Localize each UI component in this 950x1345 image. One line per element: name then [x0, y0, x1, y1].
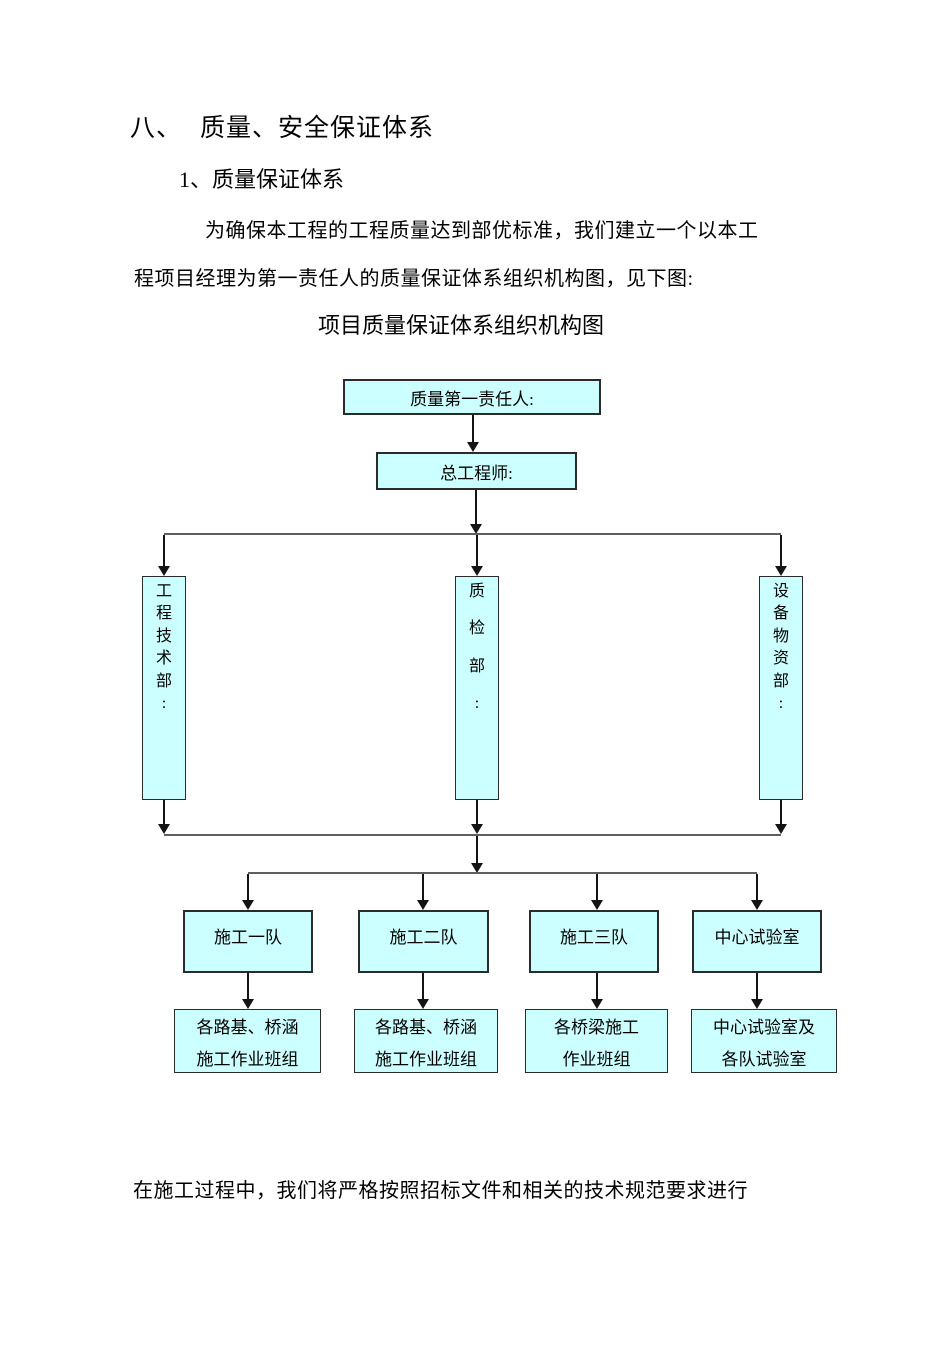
subsection-heading: 1、质量保证体系 — [179, 167, 345, 192]
section-heading: 八、质量、安全保证体系 — [130, 108, 434, 144]
crew-3-line-1: 各桥梁施工 — [554, 1017, 639, 1037]
crew-2-line-1: 各路基、桥涵 — [375, 1017, 477, 1037]
chart-box-quality-chief: 质量第一责任人: — [343, 379, 601, 415]
connector-l1-l2-arrowhead-icon — [467, 442, 479, 452]
drop-rail1-dept1-stem — [163, 535, 165, 566]
chart-box-construction-team-3-label: 施工三队 — [560, 928, 628, 947]
chart-box-chief-engineer: 总工程师: — [376, 452, 577, 490]
drop-bracket-team1-stem — [247, 874, 249, 900]
chart-box-engineering-tech-dept: 工程技术部: — [142, 576, 186, 800]
chart-box-chief-engineer-label: 总工程师: — [440, 463, 513, 483]
diagram-title: 项目质量保证体系组织机构图 — [318, 313, 605, 338]
body-paragraph-line-2: 程项目经理为第一责任人的质量保证体系组织机构图，见下图: — [134, 268, 694, 290]
drop-dept1-rail2-arrowhead-icon — [158, 824, 170, 834]
section-heading-number: 八、 — [130, 115, 183, 142]
drop-dept3-rail2-arrowhead-icon — [775, 824, 787, 834]
connector-l2-rail1-arrowhead-icon — [470, 524, 482, 534]
chart-box-construction-team-2-label: 施工二队 — [389, 928, 458, 947]
connector-team3-crew3-arrowhead-icon — [591, 999, 603, 1009]
connector-rail2-bracket-stem — [476, 836, 478, 863]
rail-line-3 — [248, 872, 757, 874]
crew-3-line-2: 作业班组 — [562, 1049, 631, 1069]
connector-l1-l2-stem — [472, 415, 474, 443]
drop-dept3-rail2-stem — [780, 800, 782, 824]
chart-box-construction-team-3: 施工三队 — [529, 910, 659, 973]
crew-2-line-2: 施工作业班组 — [375, 1049, 477, 1069]
crew-4-line-1: 中心试验室及 — [713, 1017, 815, 1037]
chart-box-equipment-material-dept-label: 设备物资部: — [772, 583, 789, 712]
rail-line-2 — [164, 834, 781, 836]
chart-box-central-and-team-labs: 中心试验室及 各队试验室 — [691, 1009, 837, 1073]
section-heading-title: 质量、安全保证体系 — [200, 115, 435, 142]
drop-bracket-team4-arrowhead-icon — [751, 900, 763, 910]
chart-box-engineering-tech-dept-label: 工程技术部: — [155, 583, 172, 712]
drop-rail1-dept2-stem — [476, 535, 478, 566]
drop-rail1-dept3-arrowhead-icon — [775, 566, 787, 576]
drop-bracket-team3-arrowhead-icon — [591, 900, 603, 910]
connector-team3-crew3-stem — [596, 973, 598, 999]
crew-1-line-1: 各路基、桥涵 — [196, 1017, 299, 1037]
drop-bracket-team2-stem — [422, 874, 424, 900]
connector-team2-crew2-stem — [422, 973, 424, 999]
drop-bracket-team4-stem — [756, 874, 758, 900]
drop-rail1-dept2-arrowhead-icon — [471, 566, 483, 576]
chart-box-construction-team-1-label: 施工一队 — [214, 928, 282, 947]
footer-paragraph: 在施工过程中，我们将严格按照招标文件和相关的技术规范要求进行 — [133, 1180, 748, 1202]
crew-4-line-2: 各队试验室 — [721, 1049, 807, 1069]
chart-box-quality-inspection-dept: 质检部: — [455, 576, 499, 800]
drop-bracket-team3-stem — [596, 874, 598, 900]
chart-box-quality-inspection-dept-label: 质检部: — [468, 583, 485, 712]
drop-bracket-team1-arrowhead-icon — [242, 900, 254, 910]
connector-l2-rail1-stem — [475, 490, 477, 524]
chart-box-bridge-work-crew: 各桥梁施工 作业班组 — [525, 1009, 668, 1073]
drop-rail1-dept3-stem — [780, 535, 782, 566]
drop-dept1-rail2-stem — [163, 800, 165, 824]
connector-rail2-bracket-arrowhead-icon — [471, 863, 483, 873]
drop-dept2-rail2-stem — [476, 800, 478, 824]
chart-box-roadbed-bridge-crew-2: 各路基、桥涵 施工作业班组 — [354, 1009, 498, 1073]
crew-1-line-2: 施工作业班组 — [196, 1049, 299, 1069]
body-paragraph-line-1: 为确保本工程的工程质量达到部优标准，我们建立一个以本工 — [205, 220, 759, 242]
rail-line-1 — [164, 533, 781, 535]
connector-team4-crew4-stem — [756, 973, 758, 999]
chart-box-construction-team-1: 施工一队 — [183, 910, 313, 973]
chart-box-construction-team-2: 施工二队 — [358, 910, 489, 973]
chart-box-roadbed-bridge-crew-1: 各路基、桥涵 施工作业班组 — [174, 1009, 321, 1073]
connector-team2-crew2-arrowhead-icon — [417, 999, 429, 1009]
connector-team1-crew1-arrowhead-icon — [242, 999, 254, 1009]
chart-box-quality-chief-label: 质量第一责任人: — [410, 389, 534, 409]
connector-team1-crew1-stem — [247, 973, 249, 999]
drop-bracket-team2-arrowhead-icon — [417, 900, 429, 910]
drop-dept2-rail2-arrowhead-icon — [471, 824, 483, 834]
connector-team4-crew4-arrowhead-icon — [751, 999, 763, 1009]
chart-box-central-laboratory-label: 中心试验室 — [714, 928, 800, 947]
chart-box-equipment-material-dept: 设备物资部: — [759, 576, 803, 800]
chart-box-central-laboratory: 中心试验室 — [692, 910, 822, 973]
drop-rail1-dept1-arrowhead-icon — [158, 566, 170, 576]
